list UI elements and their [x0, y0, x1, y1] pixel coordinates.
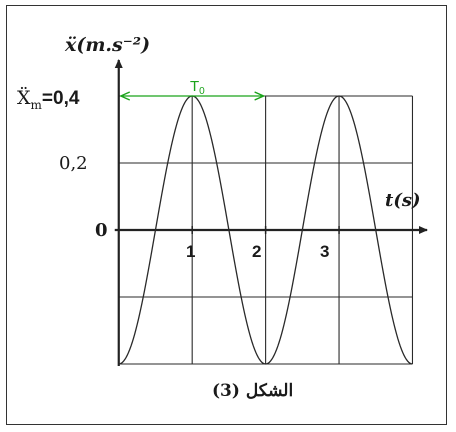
period-symbol: T	[190, 78, 200, 95]
y-axis-label: ẍ(m.s⁻²)	[65, 34, 151, 56]
period-subscript: 0	[199, 86, 205, 97]
y-tick-label-0: 0	[95, 220, 108, 241]
x-tick-label-3: 3	[320, 242, 330, 261]
series-line-0	[118, 95, 413, 365]
amplitude-symbol: Ẍ	[17, 87, 31, 109]
amplitude-value: =0,4	[41, 88, 80, 109]
x-tick-label-2: 2	[252, 242, 262, 261]
acceleration-time-plot	[114, 59, 428, 366]
x-tick-label-1: 1	[186, 242, 196, 261]
period-label: T0	[190, 78, 205, 97]
y-tick-label-0-2: 0,2	[59, 153, 88, 174]
x-axis-label: t(s)	[385, 190, 421, 211]
figure-frame: ẍ(m.s⁻²) t(s) Ẍm=0,4 0,2 0 1 2 3 T0 الشك…	[6, 5, 447, 425]
figure-caption: الشكل (3)	[212, 381, 294, 401]
amplitude-label: Ẍm=0,4	[17, 87, 80, 112]
amplitude-subscript: m	[30, 98, 42, 112]
